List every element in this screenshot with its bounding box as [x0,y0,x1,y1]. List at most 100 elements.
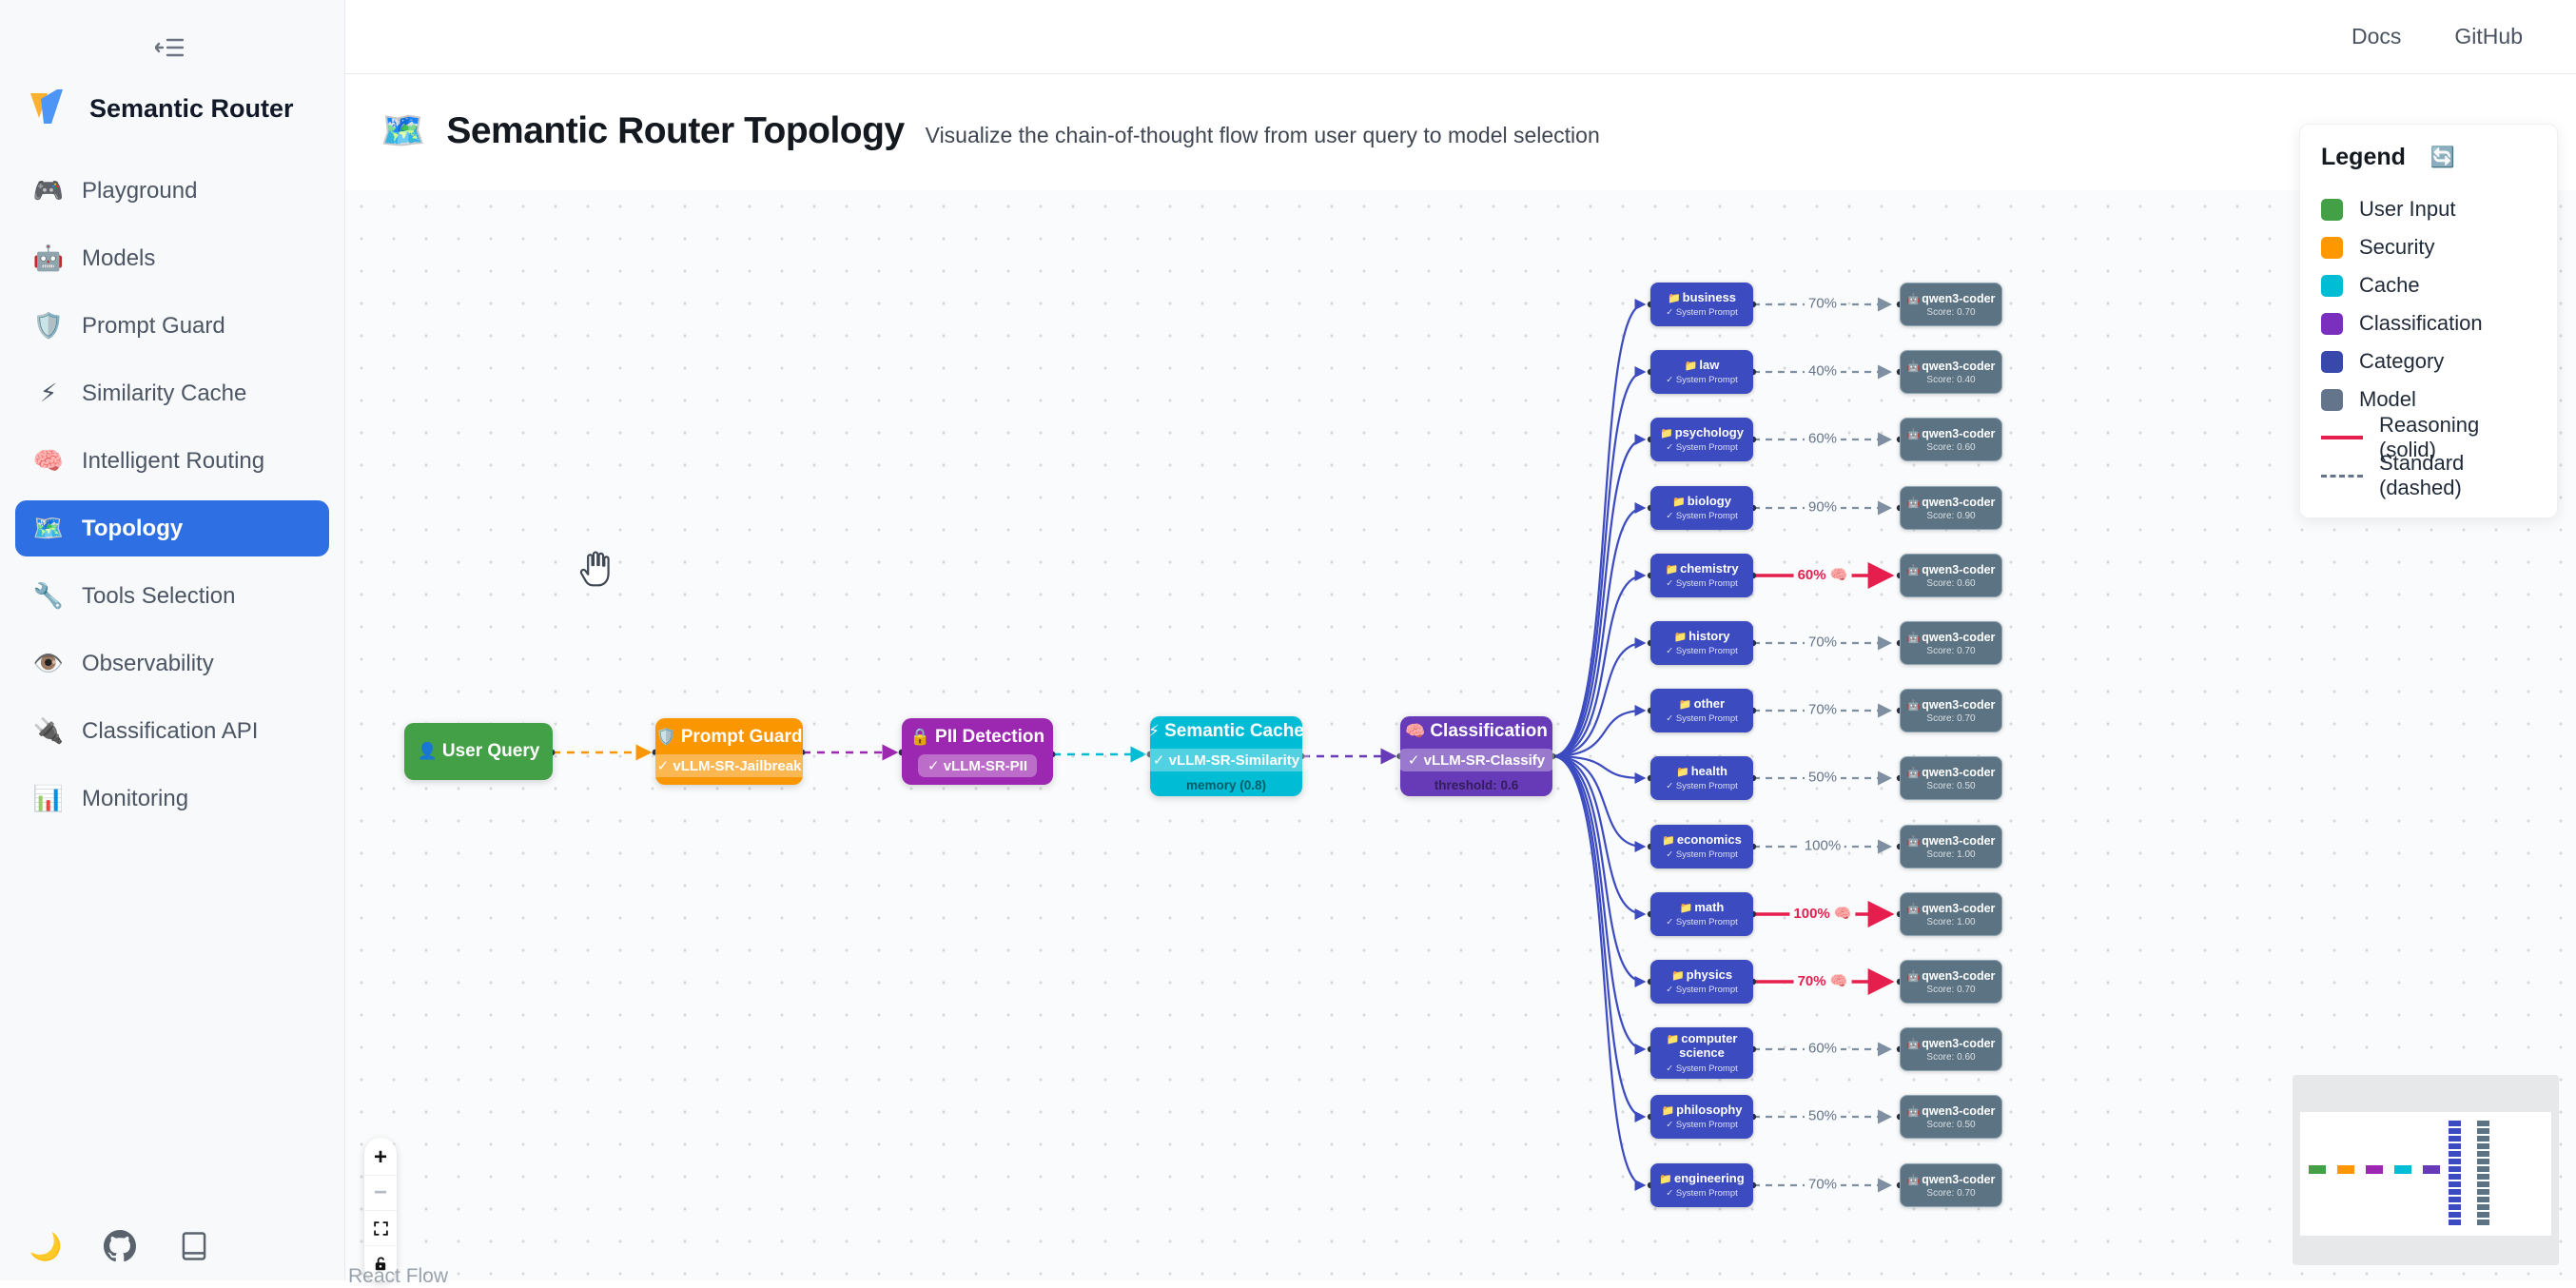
sidebar-collapse-icon[interactable] [143,29,196,67]
category-node-math[interactable]: 📁math✓ System Prompt [1650,892,1753,936]
sidebar-item-models[interactable]: 🤖Models [15,230,329,286]
system-prompt-badge: ✓ System Prompt [1666,578,1738,589]
category-node-psychology[interactable]: 📁psychology✓ System Prompt [1650,418,1753,461]
minimap[interactable] [2293,1075,2559,1265]
node-subtext: threshold: 0.6 [1434,778,1519,792]
sidebar-item-intelligent-routing[interactable]: 🧠Intelligent Routing [15,433,329,489]
category-node-engineering[interactable]: 📁engineering✓ System Prompt [1650,1163,1753,1207]
github-link[interactable]: GitHub [2454,24,2523,49]
model-label: 🤖qwen3-coder [1907,969,1996,983]
sidebar-item-tools-selection[interactable]: 🔧Tools Selection [15,568,329,624]
category-node-business[interactable]: 📁business✓ System Prompt [1650,283,1753,326]
model-score: Score: 0.40 [1926,375,1975,385]
robot-icon: 🤖 [1907,565,1921,576]
sidebar-item-topology[interactable]: 🗺️Topology [15,500,329,556]
legend-item: Classification [2321,304,2536,342]
legend-label: User Input [2359,197,2456,222]
category-node-health[interactable]: 📁health✓ System Prompt [1650,756,1753,800]
model-score: Score: 0.60 [1926,578,1975,589]
robot-icon: 🤖 [1907,768,1921,779]
folder-icon: 📁 [1668,293,1681,304]
minimap-node [2477,1174,2489,1180]
category-node-philosophy[interactable]: 📁philosophy✓ System Prompt [1650,1095,1753,1139]
edge-percent-label: 60% [1805,431,1841,447]
category-node-computer-science[interactable]: 📁computer science✓ System Prompt [1650,1027,1753,1079]
minimap-node [2477,1143,2489,1149]
brain-icon: 🧠 [1405,722,1425,740]
category-node-history[interactable]: 📁history✓ System Prompt [1650,621,1753,665]
model-label: 🤖qwen3-coder [1907,1104,1996,1118]
minimap-node [2449,1174,2461,1180]
minimap-node [2477,1181,2489,1187]
sidebar-item-playground[interactable]: 🎮Playground [15,163,329,219]
category-label: 📁economics [1662,833,1742,848]
legend-item: Cache [2321,266,2536,304]
system-prompt-badge: ✓ System Prompt [1666,646,1738,656]
sidebar-item-observability[interactable]: 👁️Observability [15,635,329,692]
model-label: 🤖qwen3-coder [1907,563,1996,576]
node-pii-detection[interactable]: 🔒PII Detection ✓ vLLM-SR-PII [902,718,1053,785]
zoom-out-button[interactable]: − [364,1175,397,1210]
category-node-physics[interactable]: 📁physics✓ System Prompt [1650,960,1753,1004]
sidebar-item-monitoring[interactable]: 📊Monitoring [15,771,329,827]
theme-moon-icon[interactable]: 🌙 [29,1229,63,1263]
edge-percent-label: 70% [1805,296,1841,312]
sidebar-nav: 🎮Playground 🤖Models 🛡️Prompt Guard ⚡Similar… [15,163,329,838]
category-node-economics[interactable]: 📁economics✓ System Prompt [1650,825,1753,868]
node-user-query[interactable]: 👤User Query [404,723,553,780]
legend-label: Standard (dashed) [2379,451,2536,500]
refresh-icon[interactable]: 🔄 [2430,146,2455,169]
minimap-node [2449,1151,2461,1157]
docs-link[interactable]: Docs [2352,24,2401,49]
folder-icon: 📁 [1685,361,1698,372]
node-prompt-guard[interactable]: 🛡️Prompt Guard ✓ vLLM-SR-Jailbreak [655,718,803,785]
node-classification[interactable]: 🧠Classification ✓ vLLM-SR-Classify thres… [1400,716,1552,796]
nav-item-label: Observability [82,651,214,677]
model-label: 🤖qwen3-coder [1907,698,1996,712]
docs-book-icon[interactable] [177,1229,211,1263]
fit-view-button[interactable] [364,1210,397,1245]
edge-percent-label: 40% [1805,363,1841,380]
category-label: 📁engineering [1659,1172,1744,1186]
edge-percent-label: 70% [1805,702,1841,718]
category-node-biology[interactable]: 📁biology✓ System Prompt [1650,486,1753,530]
legend-label: Classification [2359,311,2483,336]
sidebar-item-similarity-cache[interactable]: ⚡Similarity Cache [15,365,329,421]
legend-swatch [2321,351,2343,373]
system-prompt-badge: ✓ System Prompt [1666,713,1738,724]
node-semantic-cache[interactable]: ⚡Semantic Cache ✓ vLLM-SR-Similarity mem… [1150,716,1302,796]
zap-icon: ⚡ [1148,722,1160,740]
zoom-in-button[interactable]: + [364,1140,397,1175]
minimap-node [2449,1121,2461,1126]
nav-item-label: Tools Selection [82,583,235,610]
category-node-chemistry[interactable]: 📁chemistry✓ System Prompt [1650,554,1753,597]
lock-icon: 🔒 [910,728,930,746]
minimap-node [2309,1165,2326,1174]
sidebar-item-prompt-guard[interactable]: 🛡️Prompt Guard [15,298,329,354]
robot-icon: 🤖 [1907,294,1921,305]
category-node-law[interactable]: 📁law✓ System Prompt [1650,350,1753,394]
system-prompt-badge: ✓ System Prompt [1666,1064,1738,1074]
page-title: Semantic Router Topology [446,110,904,152]
sidebar-item-classification-api[interactable]: 🔌Classification API [15,703,329,759]
category-node-other[interactable]: 📁other✓ System Prompt [1650,689,1753,732]
robot-icon: 🤖 [1907,700,1921,712]
category-label: 📁philosophy [1661,1103,1742,1118]
sidebar: Semantic Router 🎮Playground🤖Models🛡️Prom… [0,0,345,1280]
react-flow-attribution[interactable]: React Flow [348,1265,448,1288]
github-icon[interactable] [103,1229,137,1263]
